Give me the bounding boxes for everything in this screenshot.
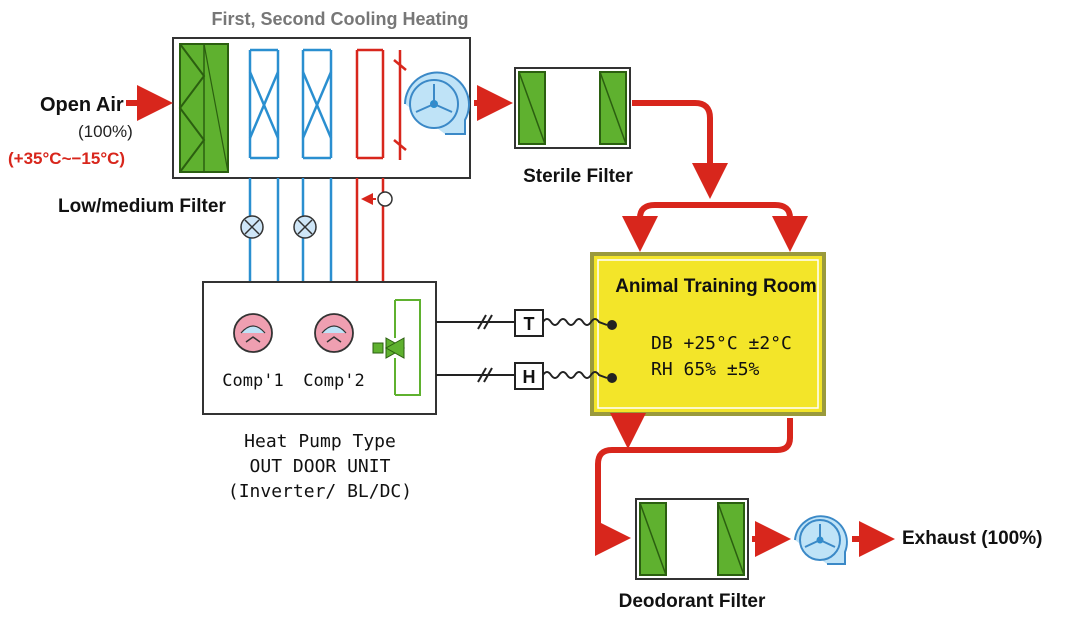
refrigerant-piping — [248, 178, 385, 282]
inlet-percent: (100%) — [78, 122, 133, 141]
cooling-coil-2 — [301, 48, 333, 160]
reversing-valve-icon — [372, 299, 421, 396]
temperature-sensor-label: T — [524, 314, 535, 334]
humidity-probe-icon — [607, 373, 617, 383]
outdoor-unit-spec: (Inverter/ BL/DC) — [228, 481, 412, 502]
cooling-coil-1 — [248, 48, 280, 160]
deodorant-filter-block — [635, 498, 749, 580]
compressor-1-icon — [233, 313, 273, 353]
sterile-filter-label: Sterile Filter — [523, 166, 633, 187]
compressor-2-label: Comp'2 — [303, 371, 364, 391]
temperature-sensor-wiring — [436, 314, 608, 330]
temperature-sensor-box — [514, 309, 544, 337]
animal-training-room — [590, 252, 826, 416]
compressor-1-label: Comp'1 — [222, 371, 283, 391]
room-rh-setpoint: RH 65% ±5% — [651, 359, 760, 380]
exhaust-label: Exhaust (100%) — [902, 528, 1042, 549]
compressor-2-icon — [314, 313, 354, 353]
room-name: Animal Training Room — [615, 276, 817, 297]
low-medium-filter-block — [178, 43, 229, 173]
room-db-setpoint: DB +25°C ±2°C — [651, 333, 792, 354]
expansion-valve-2-icon — [293, 215, 317, 239]
inlet-label: Open Air — [40, 94, 124, 116]
humidity-sensor-box — [514, 362, 544, 390]
deodorant-filter-label: Deodorant Filter — [619, 591, 766, 612]
sterile-to-room-duct — [632, 100, 728, 199]
humidity-sensor-label: H — [523, 367, 536, 387]
sterile-filter-block — [514, 67, 631, 149]
expansion-valve-1-icon — [240, 215, 264, 239]
diagram-title: First, Second Cooling Heating — [211, 9, 468, 29]
outdoor-unit-name: OUT DOOR UNIT — [250, 456, 391, 477]
low-medium-filter-label: Low/medium Filter — [58, 196, 226, 217]
heating-coil — [355, 48, 407, 160]
outdoor-unit-type: Heat Pump Type — [244, 431, 396, 452]
humidity-sensor-wiring — [436, 367, 608, 383]
room-supply-split — [637, 202, 793, 240]
exhaust-fan-icon — [794, 515, 848, 565]
inlet-temp-range: (+35°C~−15°C) — [8, 149, 125, 168]
temperature-probe-icon — [607, 320, 617, 330]
check-valve-icon — [361, 191, 393, 207]
air-handling-unit — [172, 37, 471, 179]
supply-fan-icon — [404, 71, 470, 135]
exhaust-return-duct — [595, 418, 793, 556]
